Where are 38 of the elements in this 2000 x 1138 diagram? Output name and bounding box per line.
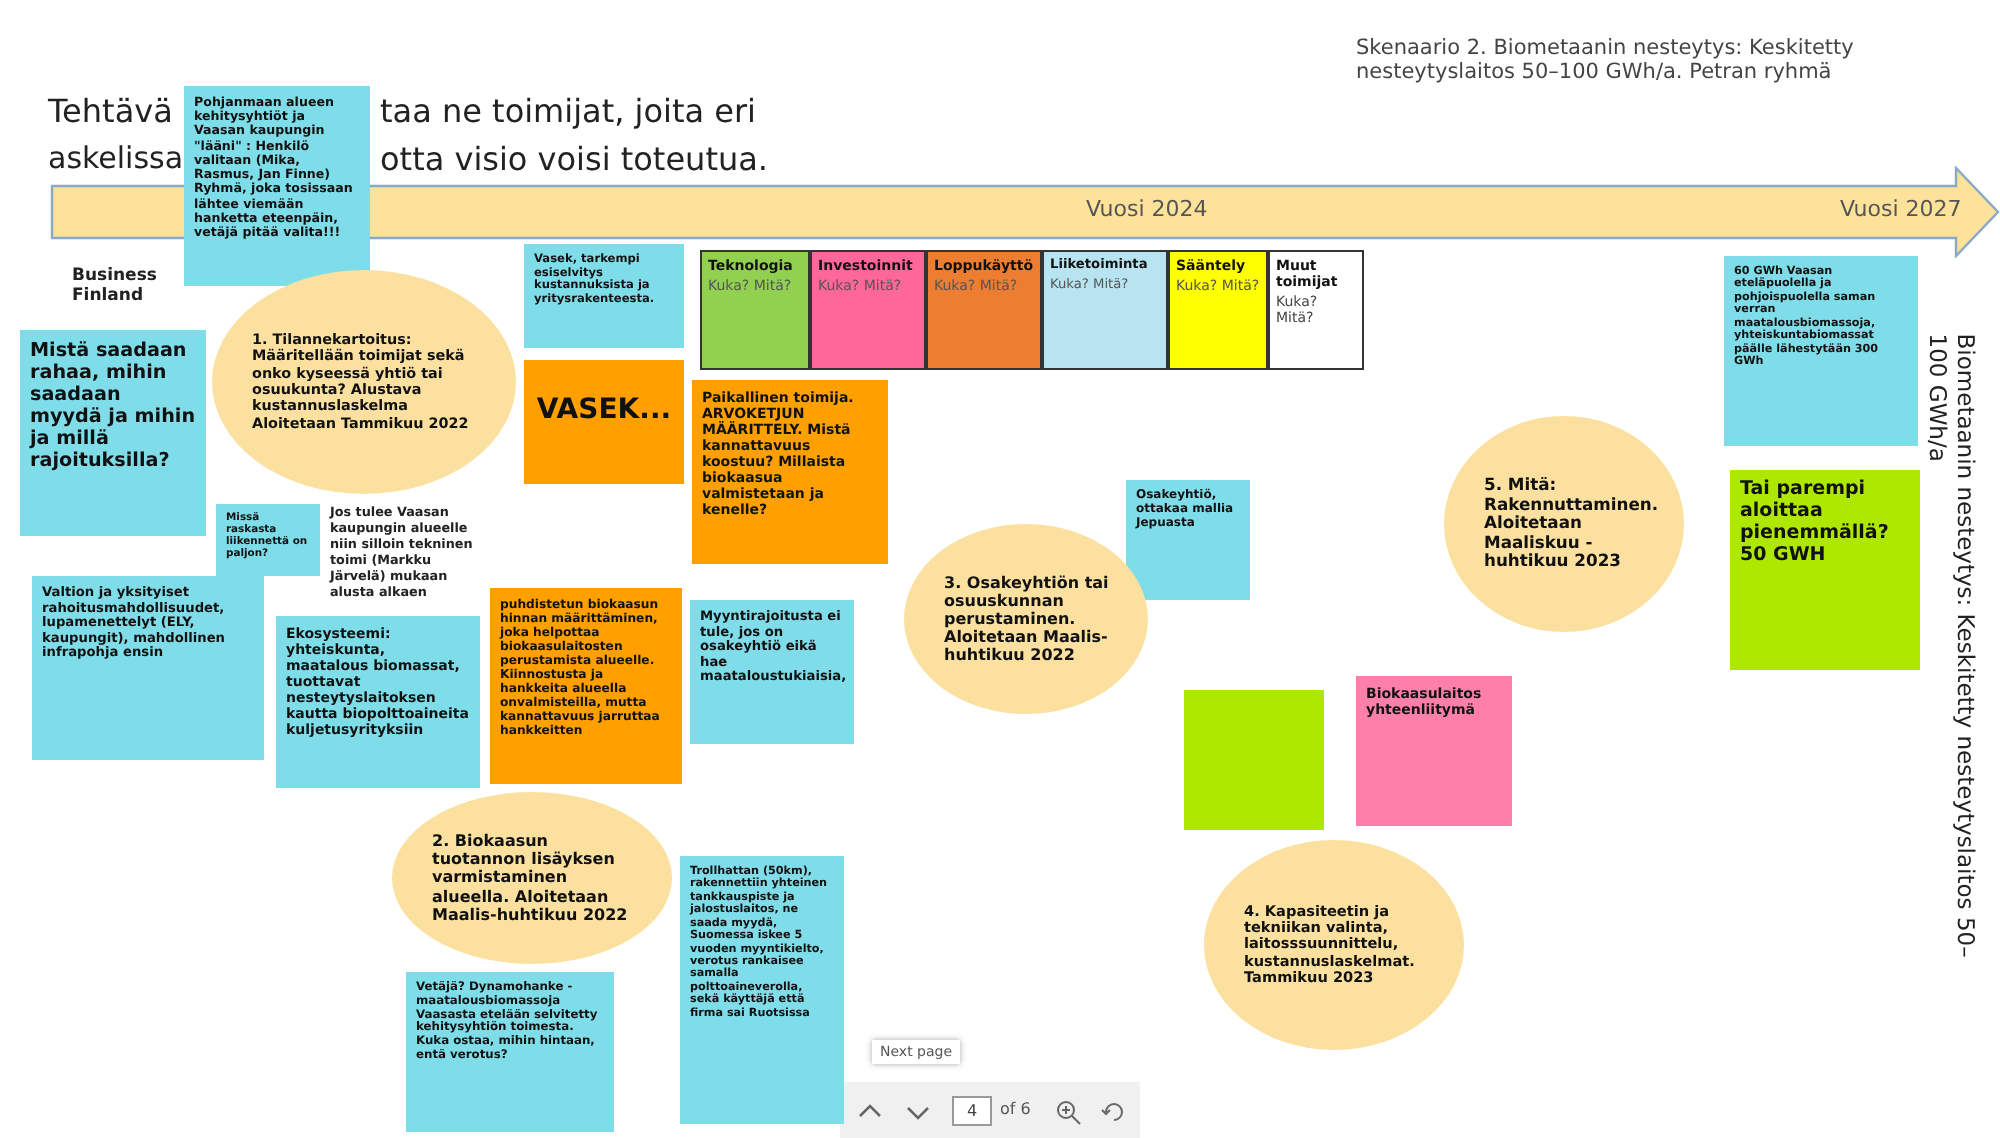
note-text: Mistä saadaan rahaa, mihin saadaan myydä ja mihin ja millä rajoituksilla? (30, 340, 196, 473)
year-label: Vuosi 2027 (1840, 196, 1962, 222)
sticky-note (524, 244, 684, 348)
year-label: Vuosi 2024 (1086, 196, 1208, 222)
page-count: of 6 (1000, 1100, 1033, 1118)
sticky-note (1724, 256, 1918, 446)
sticky-note (1184, 690, 1324, 830)
sticky-note (680, 856, 844, 1124)
note-text: 3. Osakeyhtiön tai osuuskunnan perustaminen. Aloitetaan Maalis-huhtikuu 2022 (944, 573, 1111, 665)
vertical-title: Biometaanin nesteytys: Keskitetty nesteytyslaitos 50–100 GWh/a (1922, 333, 1978, 962)
note-text: 2. Biokaasun tuotannon lisäyksen varmistaminen alueella. Aloitetaan Maalis-huhtikuu 2022 (432, 832, 630, 924)
table-cell (810, 250, 926, 370)
scenario-heading: Skenaario 2. Biometaanin nesteytys: Keskitetty nesteytyslaitos 50–100 GWh/a. Petran ryhmä (1356, 36, 1856, 84)
note-text: 5. Mitä: Rakennuttaminen. Aloitetaan Maaliskuu - huhtikuu 2023 (1484, 475, 1656, 573)
sticky-note (184, 86, 370, 286)
sticky-note (1356, 676, 1512, 826)
sticky-note (216, 504, 320, 576)
sticky-note (490, 588, 682, 784)
sticky-note (1126, 480, 1250, 600)
sticky-note (690, 600, 854, 744)
sticky-note (32, 576, 264, 760)
task-heading: taa ne toimijat, joita eri (380, 92, 758, 130)
sticky-note (406, 972, 614, 1132)
sticky-note (524, 360, 684, 484)
stakeholder-label: Business Finland (72, 266, 159, 306)
sticky-note (692, 380, 888, 564)
task-heading: otta visio voisi toteutua. (380, 140, 770, 178)
note-text: Tai parempi aloittaa pienemmällä? 50 GWH (1740, 480, 1891, 568)
table-cell (1168, 250, 1268, 370)
table-cell (1268, 250, 1364, 370)
sticky-note (276, 616, 480, 788)
table-cell (1042, 250, 1168, 370)
page-number-field: 4 (952, 1096, 992, 1126)
sticky-note (20, 330, 206, 536)
sticky-note (1730, 470, 1920, 670)
note-text: VASEK... (534, 394, 674, 427)
table-cell (926, 250, 1042, 370)
table-cell (700, 250, 810, 370)
